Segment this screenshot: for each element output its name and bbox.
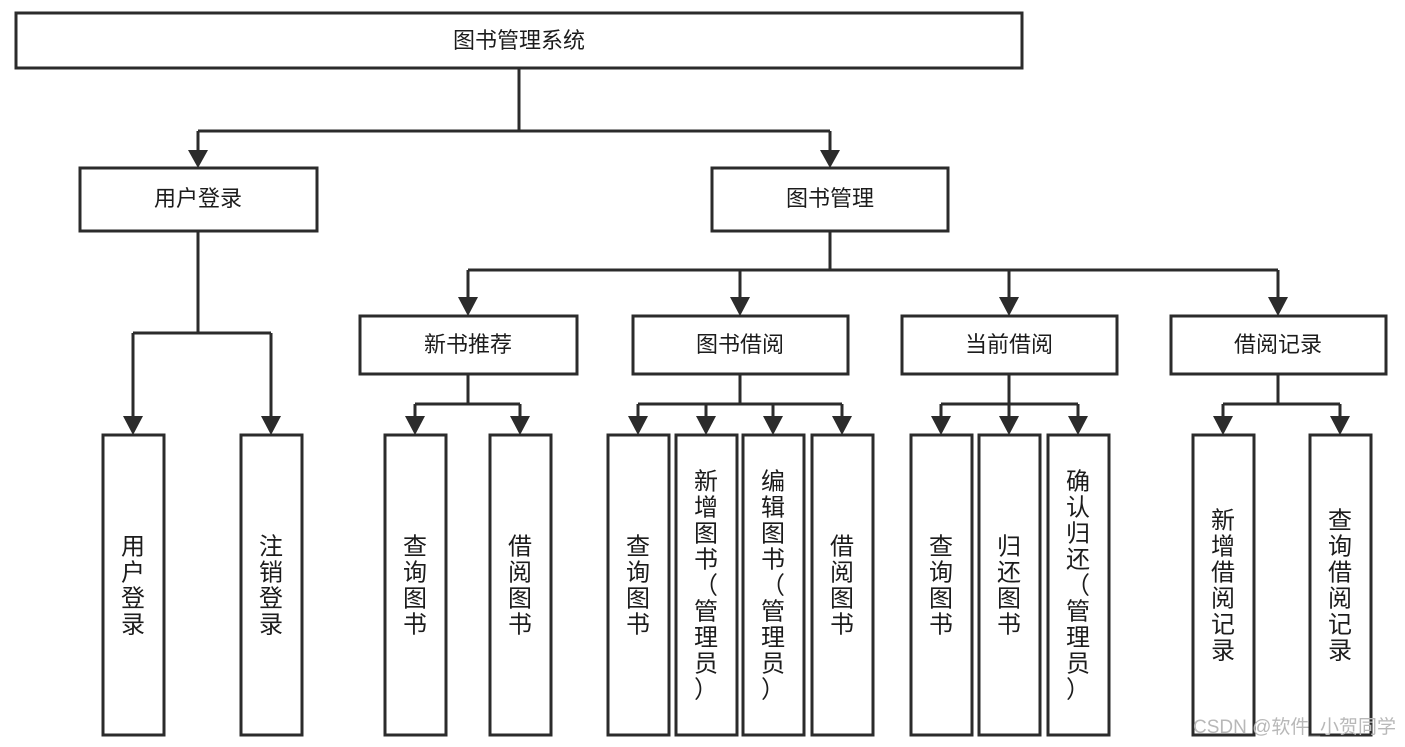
node-leaf-borrow-book-1-label: 借阅图书 — [508, 533, 532, 638]
node-root-label: 图书管理系统 — [453, 28, 585, 53]
node-leaf-borrow-book-2[interactable]: 借阅图书 — [810, 433, 875, 737]
arrow-head-leaf-query-record — [1330, 416, 1350, 435]
arrow-head-leaf-query-book-3 — [931, 416, 951, 435]
node-leaf-query-record[interactable]: 查询借阅记录 — [1308, 433, 1373, 737]
node-current-borrow-box[interactable] — [900, 314, 1119, 376]
node-leaf-query-book-3-box[interactable] — [909, 433, 974, 737]
node-leaf-query-book-3-label: 查询图书 — [929, 533, 953, 638]
node-leaf-query-book-1-label: 查询图书 — [403, 533, 427, 638]
node-leaf-confirm-return-label: 确认归还（管理员） — [1066, 468, 1090, 703]
arrow-head-leaf-add-record — [1213, 416, 1233, 435]
node-leaf-user-login-box[interactable] — [101, 433, 166, 737]
arrow-head-current-borrow — [999, 297, 1019, 316]
node-book-borrow-box[interactable] — [631, 314, 850, 376]
node-leaf-query-book-2-label: 查询图书 — [626, 533, 650, 638]
node-leaf-borrow-book-2-label: 借阅图书 — [830, 533, 854, 638]
node-leaf-logout-login-box[interactable] — [239, 433, 304, 737]
node-leaf-query-book-3[interactable]: 查询图书 — [909, 433, 974, 737]
node-leaf-return-book[interactable]: 归还图书 — [977, 433, 1042, 737]
arrow-head-book-borrow — [730, 297, 750, 316]
node-leaf-query-book-2[interactable]: 查询图书 — [606, 433, 671, 737]
node-new-book-recommend-label: 新书推荐 — [424, 332, 512, 357]
node-leaf-query-record-box[interactable] — [1308, 433, 1373, 737]
node-user-login-label: 用户登录 — [154, 186, 242, 211]
node-leaf-edit-book-label: 编辑图书（管理员） — [761, 468, 785, 703]
node-leaf-add-record-label: 新增借阅记录 — [1211, 507, 1235, 664]
node-leaf-add-book[interactable]: 新增图书（管理员） — [674, 433, 739, 737]
arrow-head-leaf-query-book-2 — [628, 416, 648, 435]
node-book-manage-box[interactable] — [710, 166, 950, 233]
arrow-head-leaf-logout-login — [261, 416, 281, 435]
arrow-head-leaf-add-book — [696, 416, 716, 435]
node-borrow-record[interactable]: 借阅记录 — [1169, 314, 1388, 376]
arrow-head-leaf-user-login — [123, 416, 143, 435]
node-leaf-edit-book-box[interactable] — [741, 433, 806, 737]
node-book-manage-label: 图书管理 — [786, 186, 874, 211]
arrow-head-leaf-edit-book — [763, 416, 783, 435]
node-leaf-borrow-book-2-box[interactable] — [810, 433, 875, 737]
node-book-manage[interactable]: 图书管理 — [710, 166, 950, 233]
arrow-head-new-book-recommend — [458, 297, 478, 316]
node-current-borrow-label: 当前借阅 — [965, 332, 1053, 357]
node-root[interactable]: 图书管理系统 — [14, 11, 1024, 70]
arrow-head-leaf-borrow-book-1 — [510, 416, 530, 435]
node-borrow-record-label: 借阅记录 — [1234, 332, 1322, 357]
arrow-head-leaf-borrow-book-2 — [832, 416, 852, 435]
node-new-book-recommend[interactable]: 新书推荐 — [358, 314, 579, 376]
node-user-login-box[interactable] — [78, 166, 319, 233]
node-leaf-logout-login[interactable]: 注销登录 — [239, 433, 304, 737]
watermark-label: CSDN @软件_小贺同学 — [1193, 716, 1396, 738]
arrow-head-leaf-confirm-return — [1068, 416, 1088, 435]
node-book-borrow-label: 图书借阅 — [696, 332, 784, 357]
node-leaf-user-login[interactable]: 用户登录 — [101, 433, 166, 737]
node-book-borrow[interactable]: 图书借阅 — [631, 314, 850, 376]
node-leaf-add-book-label: 新增图书（管理员） — [694, 468, 718, 703]
node-leaf-user-login-label: 用户登录 — [121, 533, 145, 638]
node-leaf-query-book-2-box[interactable] — [606, 433, 671, 737]
node-leaf-borrow-book-1-box[interactable] — [488, 433, 553, 737]
node-leaf-confirm-return-box[interactable] — [1046, 433, 1111, 737]
node-borrow-record-box[interactable] — [1169, 314, 1388, 376]
node-leaf-query-book-1-box[interactable] — [383, 433, 448, 737]
node-root-box[interactable] — [14, 11, 1024, 70]
arrow-head-leaf-query-book-1 — [405, 416, 425, 435]
node-new-book-recommend-box[interactable] — [358, 314, 579, 376]
node-leaf-logout-login-label: 注销登录 — [259, 533, 283, 638]
connector-layer — [123, 68, 1350, 435]
arrow-head-user-login — [188, 150, 208, 168]
arrow-head-leaf-return-book — [999, 416, 1019, 435]
node-leaf-return-book-box[interactable] — [977, 433, 1042, 737]
node-leaf-add-book-box[interactable] — [674, 433, 739, 737]
node-leaf-return-book-label: 归还图书 — [997, 533, 1021, 638]
node-leaf-query-record-label: 查询借阅记录 — [1328, 507, 1352, 664]
node-current-borrow[interactable]: 当前借阅 — [900, 314, 1119, 376]
node-leaf-edit-book[interactable]: 编辑图书（管理员） — [741, 433, 806, 737]
node-leaf-borrow-book-1[interactable]: 借阅图书 — [488, 433, 553, 737]
arrow-head-borrow-record — [1268, 297, 1288, 316]
arrow-head-book-manage — [820, 150, 840, 168]
node-leaf-confirm-return[interactable]: 确认归还（管理员） — [1046, 433, 1111, 737]
node-leaf-query-book-1[interactable]: 查询图书 — [383, 433, 448, 737]
node-user-login[interactable]: 用户登录 — [78, 166, 319, 233]
node-leaf-add-record-box[interactable] — [1191, 433, 1256, 737]
node-leaf-add-record[interactable]: 新增借阅记录 — [1191, 433, 1256, 737]
